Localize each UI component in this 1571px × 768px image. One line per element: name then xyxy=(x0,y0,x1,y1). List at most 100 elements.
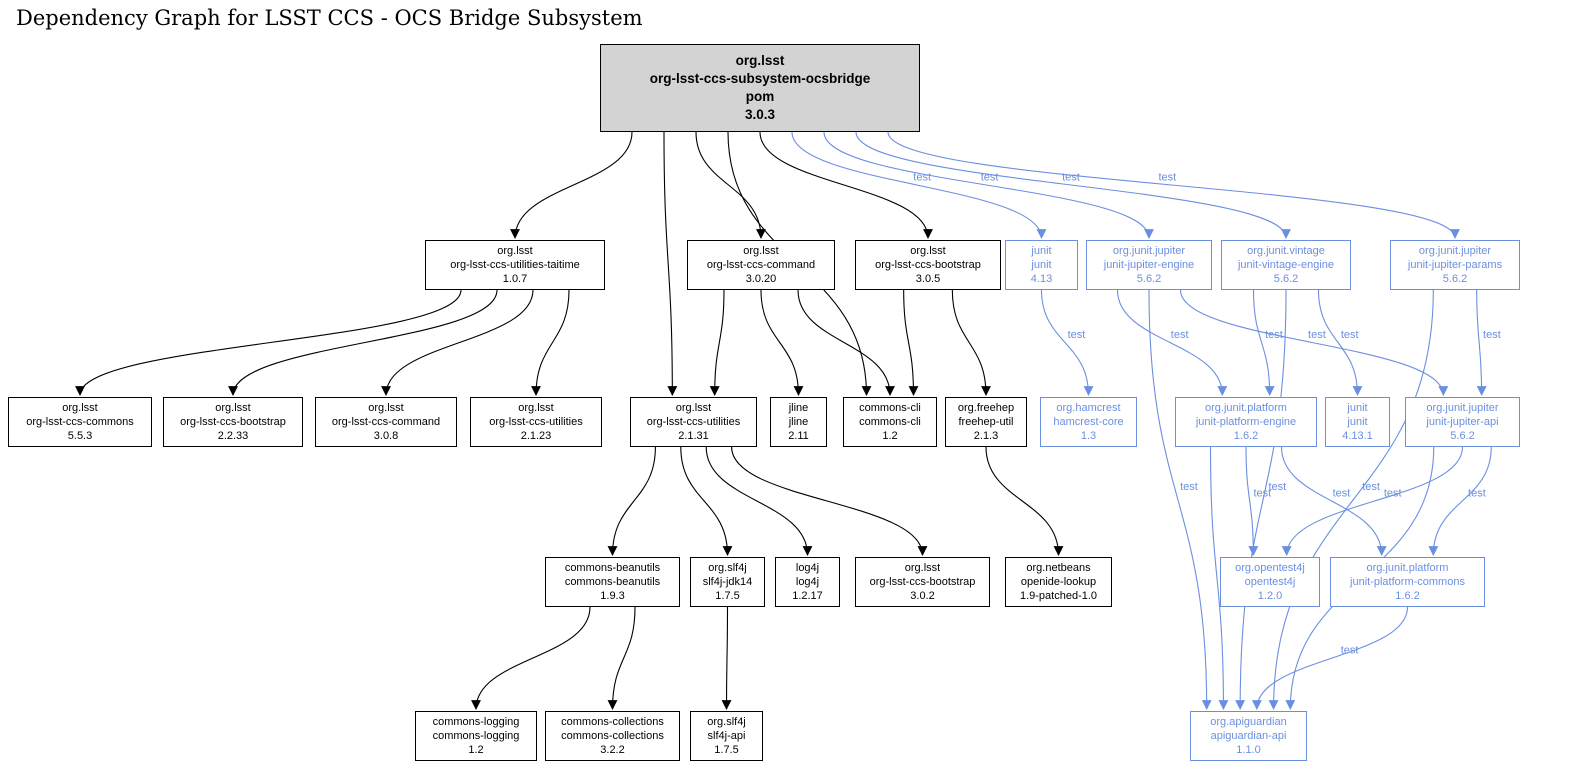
node-label: apiguardian-api xyxy=(1210,729,1287,742)
node-label: 3.2.2 xyxy=(600,744,625,757)
edge-label: test xyxy=(1062,171,1080,183)
edge-slf4j-jdk14--slf4j-api xyxy=(721,606,732,710)
node-label: org.hamcrest xyxy=(1056,401,1121,414)
node-label: 1.3 xyxy=(1080,430,1097,443)
edge-root--bootstrap-305 xyxy=(759,131,933,239)
node-label: 2.1.31 xyxy=(678,430,709,443)
edge-label: test xyxy=(1180,481,1198,493)
edge-label: test xyxy=(1068,329,1086,341)
node-label: opentest4j xyxy=(1244,575,1296,588)
node-label: commons-logging xyxy=(432,715,520,728)
node-label: junit xyxy=(1347,415,1368,428)
edge-taitime--commons-553 xyxy=(75,289,462,396)
node-label: slf4j-jdk14 xyxy=(702,575,753,588)
node-label: 3.0.8 xyxy=(373,430,399,443)
edge-root--utilities-2131 xyxy=(663,131,678,396)
edge-jupiter-api--platform-commons xyxy=(1428,446,1492,556)
edge-vintage-engine--apiguardian-api xyxy=(1235,289,1287,710)
edge-root--vintage-engine xyxy=(855,131,1291,239)
node-label: 2.11 xyxy=(788,430,809,443)
edge-jupiter-params--apiguardian-api xyxy=(1268,289,1434,710)
edge-platform-engine--apiguardian-api xyxy=(1209,446,1229,710)
node-label: 4.13 xyxy=(1030,273,1053,286)
node-label: org-lsst-ccs-utilities xyxy=(489,415,583,428)
node-label: org-lsst-ccs-command xyxy=(706,258,816,271)
edge-commons-beanutils--commons-collections xyxy=(607,606,636,710)
node-label: org.lsst xyxy=(497,244,533,257)
edge-taitime--command-308 xyxy=(381,289,534,396)
node-label: org.junit.jupiter xyxy=(1426,401,1499,414)
node-label: 3.0.20 xyxy=(745,273,777,286)
edge-root--jupiter-params xyxy=(887,131,1460,239)
node-label: org.slf4j xyxy=(708,561,747,574)
edge-taitime--bootstrap-2233 xyxy=(228,289,498,396)
edge-vintage-engine--platform-engine xyxy=(1252,289,1275,396)
node-label: junit-jupiter-params xyxy=(1407,258,1503,271)
edge-root--command-3020 xyxy=(695,131,766,239)
edge-jupiter-params--jupiter-api xyxy=(1476,289,1487,396)
node-label: openide-lookup xyxy=(1020,575,1097,588)
node-label: org.lsst xyxy=(743,244,779,257)
node-label: 1.9-patched-1.0 xyxy=(1019,590,1098,603)
diagram-title: Dependency Graph for LSST CCS - OCS Brid… xyxy=(16,6,643,30)
edge-jupiter-api--opentest4j xyxy=(1281,446,1464,556)
edge-command-3020--jline xyxy=(760,289,804,396)
node-label: 5.6.2 xyxy=(1442,273,1468,286)
node-label: commons-cli xyxy=(859,401,921,414)
node-label: org.junit.platform xyxy=(1366,561,1449,574)
node-label: log4j xyxy=(795,575,820,588)
node-label: 1.2 xyxy=(468,744,484,757)
node-label: hamcrest-core xyxy=(1053,415,1124,428)
node-label: commons-collections xyxy=(561,715,664,728)
edge-root--junit-413 xyxy=(791,131,1047,239)
node-label: commons-logging xyxy=(432,729,520,742)
edge-label: test xyxy=(1268,481,1286,493)
node-label: freehep-util xyxy=(958,415,1014,428)
node-label: 1.9.3 xyxy=(600,590,625,603)
edge-platform-engine--opentest4j xyxy=(1245,446,1259,556)
node-label: org.lsst xyxy=(910,244,946,257)
node-label: junit-jupiter-engine xyxy=(1103,258,1195,271)
node-label: org.lsst xyxy=(675,401,712,414)
node-label: org-lsst-ccs-bootstrap xyxy=(869,575,976,588)
node-label: org-lsst-ccs-bootstrap xyxy=(180,415,286,428)
edge-jupiter-engine--platform-engine xyxy=(1116,289,1228,396)
node-label: org.netbeans xyxy=(1026,561,1091,574)
edge-root--jupiter-engine xyxy=(823,131,1154,239)
node-label: org-lsst-ccs-subsystem-ocsbridge xyxy=(649,70,871,86)
edge-utilities-2131--log4j xyxy=(705,446,813,556)
node-label: 1.0.7 xyxy=(502,273,528,286)
node-label: 3.0.2 xyxy=(910,590,935,603)
node-label: 4.13.1 xyxy=(1342,430,1373,443)
edge-vintage-engine--junit-4131 xyxy=(1317,289,1363,396)
node-label: commons-collections xyxy=(561,729,664,742)
node-label: jline xyxy=(788,415,809,428)
node-label: junit-jupiter-api xyxy=(1426,415,1499,428)
node-label: org-lsst-ccs-bootstrap xyxy=(875,258,981,271)
node-label: 5.6.2 xyxy=(1136,273,1162,286)
node-label: org.junit.vintage xyxy=(1247,244,1325,257)
node-label: junit-platform-commons xyxy=(1350,575,1465,588)
edge-label: test xyxy=(1468,487,1486,499)
node-label: jline xyxy=(788,401,809,414)
edge-root--taitime xyxy=(510,131,633,239)
node-label: 3.0.5 xyxy=(915,273,941,286)
node-label: 1.6.2 xyxy=(1395,590,1420,603)
node-label: 2.1.3 xyxy=(973,430,999,443)
node-label: org.lsst xyxy=(518,401,554,414)
node-label: 2.1.23 xyxy=(520,430,552,443)
edge-label: test xyxy=(913,171,931,183)
node-label: org.lsst xyxy=(368,401,404,414)
edge-utilities-2131--commons-beanutils xyxy=(607,446,656,556)
